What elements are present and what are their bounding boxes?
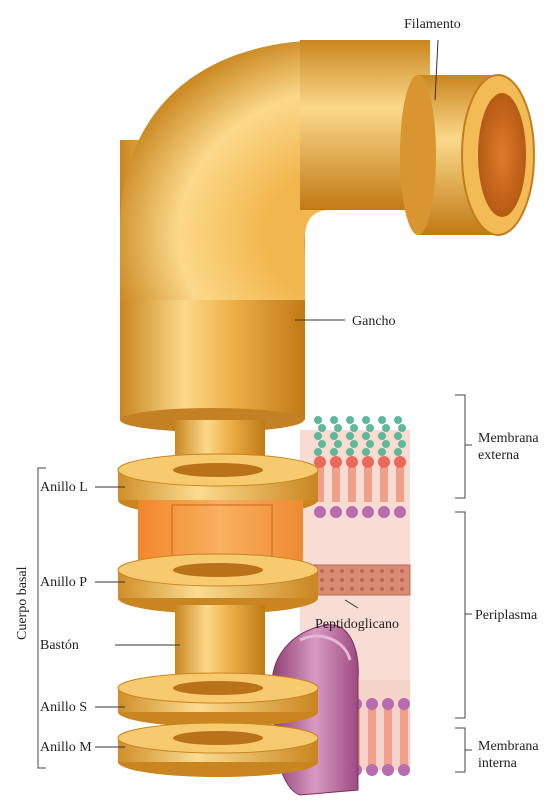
peptidoglycan-dot <box>350 587 354 591</box>
s-ring <box>118 673 318 727</box>
lps-unit <box>314 448 322 456</box>
label-periplasma: Periplasma <box>475 608 538 623</box>
lps-unit <box>318 440 326 448</box>
lipid-head <box>346 506 358 518</box>
lps-unit <box>362 432 370 440</box>
peptidoglycan-dot <box>370 578 374 582</box>
peptidoglycan-dot <box>330 587 334 591</box>
label-membrana-interna-line2: interna <box>478 756 518 771</box>
peptidoglycan-dot <box>400 578 404 582</box>
peptidoglycan-dot <box>390 578 394 582</box>
peptidoglycan-dot <box>380 569 384 573</box>
lps-unit <box>330 416 338 424</box>
peptidoglycan-dot <box>380 578 384 582</box>
peptidoglycan-dot <box>390 569 394 573</box>
label-gancho: Gancho <box>352 314 396 329</box>
lps-unit <box>382 424 390 432</box>
lps-unit <box>378 432 386 440</box>
lps-unit <box>362 448 370 456</box>
label-membrana-interna-line1: Membrana <box>478 739 539 754</box>
lipid-head <box>378 506 390 518</box>
lipid-head <box>366 764 378 776</box>
label-baston: Bastón <box>40 638 79 653</box>
label-membrana-externa-line1: Membrana <box>478 431 539 446</box>
lps-unit <box>366 440 374 448</box>
lipid-head <box>366 698 378 710</box>
lps-unit <box>346 416 354 424</box>
peptidoglycan-dot <box>370 569 374 573</box>
label-filamento: Filamento <box>404 17 461 32</box>
filament <box>400 75 534 235</box>
peptidoglycan-dot <box>400 587 404 591</box>
peptidoglycan-dot <box>320 578 324 582</box>
lipid-head <box>330 456 342 468</box>
peptidoglycan-layer <box>308 565 410 595</box>
peptidoglycan-dot <box>340 578 344 582</box>
label-anillo-s: Anillo S <box>40 700 87 715</box>
lipid-head <box>398 698 410 710</box>
lipid-head <box>330 506 342 518</box>
peptidoglycan-dot <box>360 587 364 591</box>
m-ring <box>118 723 318 777</box>
lipid-tail <box>368 706 376 766</box>
lps-unit <box>378 416 386 424</box>
lipid-head <box>346 456 358 468</box>
peptidoglycan-dot <box>330 569 334 573</box>
lps-unit <box>350 424 358 432</box>
lipid-head <box>394 506 406 518</box>
lipid-head <box>394 456 406 468</box>
label-cuerpo-basal: Cuerpo basal <box>15 566 30 640</box>
label-membrana-externa-line2: externa <box>478 448 520 463</box>
label-peptidoglicano: Peptidoglicano <box>315 617 399 632</box>
lipid-head <box>362 506 374 518</box>
lipid-head <box>398 764 410 776</box>
lipid-tail <box>400 706 408 766</box>
lps-unit <box>330 448 338 456</box>
lps-unit <box>350 440 358 448</box>
lps-unit <box>394 432 402 440</box>
peptidoglycan-dot <box>350 569 354 573</box>
lps-unit <box>346 432 354 440</box>
lps-unit <box>398 440 406 448</box>
lps-unit <box>398 424 406 432</box>
lps-unit <box>362 416 370 424</box>
lipid-tail <box>384 706 392 766</box>
peptidoglycan-dot <box>350 578 354 582</box>
label-anillo-m: Anillo M <box>40 740 92 755</box>
lipid-head <box>382 698 394 710</box>
lps-unit <box>314 416 322 424</box>
lipid-head <box>362 456 374 468</box>
lps-unit <box>314 432 322 440</box>
lps-unit <box>366 424 374 432</box>
lps-unit <box>318 424 326 432</box>
peptidoglycan-dot <box>380 587 384 591</box>
peptidoglycan-dot <box>370 587 374 591</box>
lps-unit <box>378 448 386 456</box>
peptidoglycan-dot <box>360 569 364 573</box>
lps-unit <box>346 448 354 456</box>
lps-unit <box>394 448 402 456</box>
lipid-head <box>382 764 394 776</box>
peptidoglycan-dot <box>320 569 324 573</box>
lps-unit <box>382 440 390 448</box>
peptidoglycan-dot <box>390 587 394 591</box>
peptidoglycan-dot <box>340 569 344 573</box>
peptidoglycan-dot <box>330 578 334 582</box>
lps-unit <box>330 432 338 440</box>
peptidoglycan-dot <box>320 587 324 591</box>
peptidoglycan-dot <box>340 587 344 591</box>
label-membrana-interna: Membrana interna <box>478 739 542 771</box>
label-anillo-p: Anillo P <box>40 575 87 590</box>
lipid-head <box>314 506 326 518</box>
lipid-head <box>378 456 390 468</box>
label-anillo-l: Anillo L <box>40 480 88 495</box>
lps-unit <box>394 416 402 424</box>
lps-unit <box>334 424 342 432</box>
hook <box>120 40 430 432</box>
label-membrana-externa: Membrana externa <box>478 431 542 463</box>
peptidoglycan-dot <box>360 578 364 582</box>
peptidoglycan-dot <box>400 569 404 573</box>
lps-unit <box>334 440 342 448</box>
